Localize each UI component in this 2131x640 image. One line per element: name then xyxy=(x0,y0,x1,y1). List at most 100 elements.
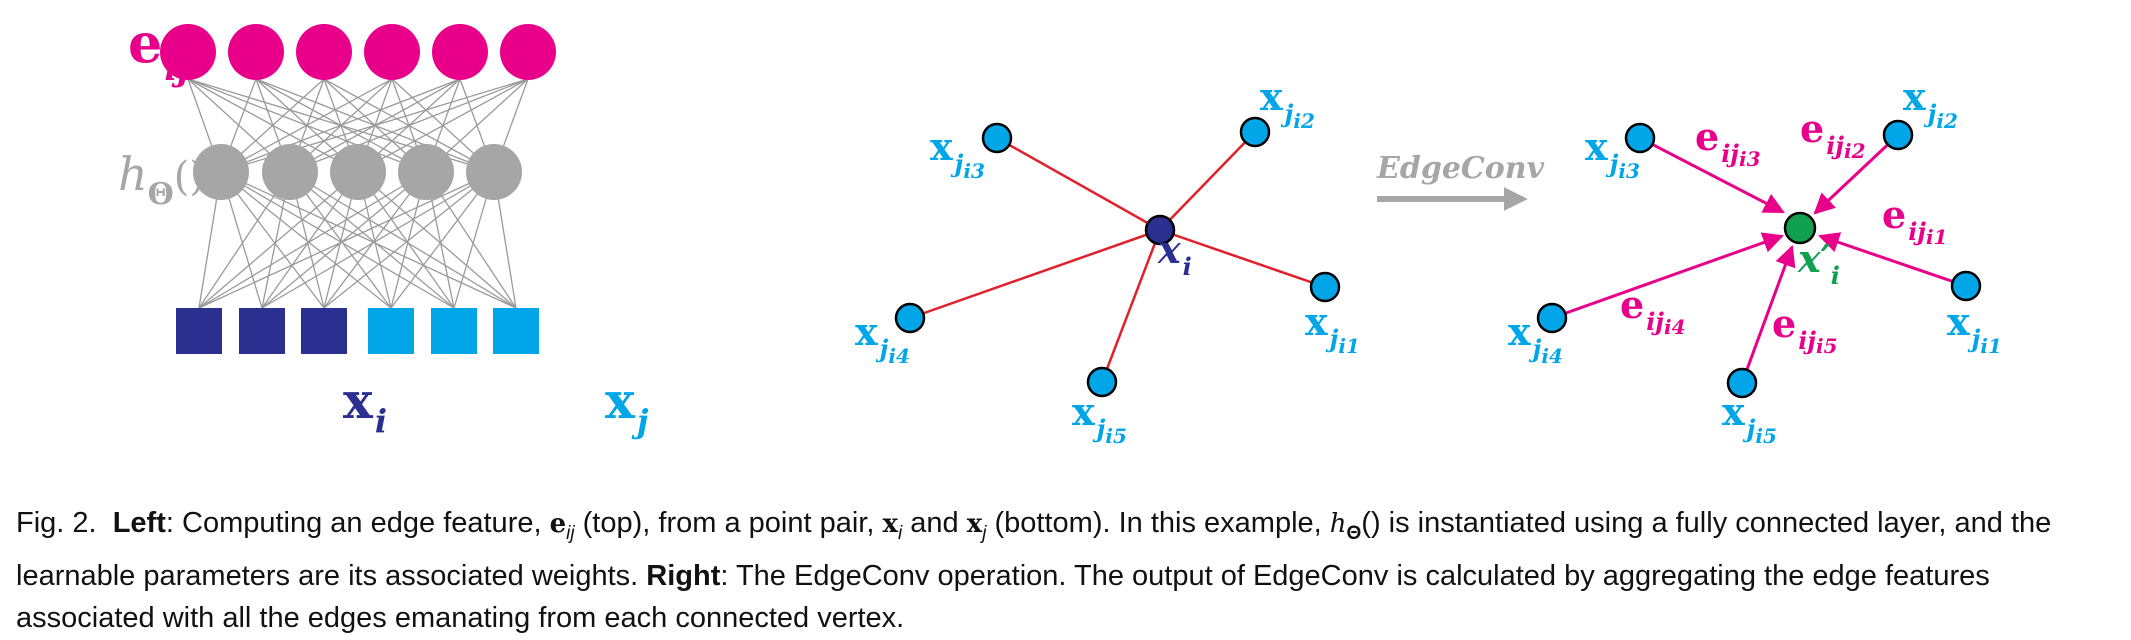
neighbor-node-i2 xyxy=(1239,116,1271,148)
edge-feature-label-i5: eiji5 xyxy=(1772,301,1838,358)
hidden-input-connection xyxy=(323,171,495,309)
hidden-node xyxy=(193,144,249,200)
caption-text-2: (top), from a point pair, xyxy=(574,507,883,539)
edge-feature-arrow-i5 xyxy=(1740,245,1796,384)
right-neighbor-label-i1: xji1 xyxy=(1947,299,2002,358)
xj-feature-square xyxy=(368,308,414,354)
edge-feature-label-i4: eiji4 xyxy=(1620,282,1686,339)
right-neighbor-node-i2 xyxy=(1882,119,1914,151)
caption-e-subscript: ij xyxy=(566,522,575,544)
right-neighbor-label-i4: xji4 xyxy=(1508,309,1563,368)
figure-number: Fig. 2. xyxy=(16,507,97,539)
neighbor-label-i3: xji3 xyxy=(930,124,985,183)
hidden-input-connection xyxy=(220,171,392,309)
edge-feature-node xyxy=(296,24,352,80)
edgeconv-transition: EdgeConv xyxy=(1376,151,1545,211)
h-theta-label: hΘ() xyxy=(118,147,205,212)
edge-feature-label: eij xyxy=(128,11,190,89)
edge-feature-node xyxy=(364,24,420,80)
edge-i1 xyxy=(1159,228,1326,289)
neighbor-label-i2: xji2 xyxy=(1260,74,1315,133)
hidden-node xyxy=(262,144,318,200)
neighbor-label-i4: xji4 xyxy=(855,309,910,368)
xi-feature-square xyxy=(239,308,285,354)
caption-xi-symbol: x xyxy=(882,509,898,539)
caption-xj-symbol: x xyxy=(966,509,983,539)
caption-text-6: : The EdgeConv operation. The output of … xyxy=(16,559,1990,634)
hidden-node xyxy=(398,144,454,200)
hidden-input-connection xyxy=(261,171,495,309)
edge-i2 xyxy=(1159,131,1256,231)
edge-feature-arrow-i4 xyxy=(1551,232,1784,320)
neighbor-label-i5: xji5 xyxy=(1072,389,1127,448)
neighbor-node-i1 xyxy=(1309,271,1341,303)
edge-i4 xyxy=(909,228,1161,320)
top-hidden-connection xyxy=(289,78,529,173)
edge-feature-node xyxy=(160,24,216,80)
right-neighbor-node-i4 xyxy=(1536,302,1568,334)
caption-h-symbol: h xyxy=(1329,509,1347,539)
caption-text-3: and xyxy=(902,507,967,539)
hidden-input-connection xyxy=(261,171,427,309)
caption-text-5: () is instantiated using a fully connect… xyxy=(16,507,2052,592)
caption-text-4: (bottom). In this example, xyxy=(986,507,1330,539)
xi-feature-square xyxy=(301,308,347,354)
right-neighbor-label-i3: xji3 xyxy=(1585,124,1640,183)
xi-feature-square xyxy=(176,308,222,354)
neighborhood-graph: xi xji1 xji2 xji3 xji4 xji5 xyxy=(855,74,1360,448)
edge-feature-label-i2: eiji2 xyxy=(1800,106,1866,163)
edge-feature-arrow-i3 xyxy=(1639,136,1785,214)
hidden-input-connection xyxy=(198,171,359,309)
hidden-input-connection xyxy=(390,171,495,309)
output-node-label: x′i xyxy=(1797,236,1840,290)
right-neighbor-node-i5 xyxy=(1726,367,1758,399)
xi-label: xi xyxy=(343,371,387,440)
hidden-input-connection xyxy=(198,171,427,309)
hidden-input-connection xyxy=(357,171,517,309)
xj-label: xj xyxy=(605,371,649,440)
hidden-layer-nodes xyxy=(193,144,522,200)
neighbor-node-i4 xyxy=(894,302,926,334)
caption-left-heading: Left xyxy=(112,507,166,539)
edge-feature-label-i3: eiji3 xyxy=(1695,114,1761,171)
edge-feature-node xyxy=(228,24,284,80)
right-neighbor-node-i3 xyxy=(1624,122,1656,154)
neighbor-node-i3 xyxy=(981,122,1013,154)
caption-text-1: : Computing an edge feature, xyxy=(165,507,550,539)
hidden-input-connection xyxy=(323,171,427,309)
edge-feature-node xyxy=(432,24,488,80)
hidden-input-connection xyxy=(289,171,455,309)
xj-feature-square xyxy=(493,308,539,354)
top-hidden-connection xyxy=(220,78,461,173)
caption-xi-subscript: i xyxy=(897,522,903,544)
caption-h-subscript: Θ xyxy=(1346,522,1362,544)
edge-feature-node xyxy=(500,24,556,80)
neighbor-node-i5 xyxy=(1086,366,1118,398)
hidden-input-connection xyxy=(289,171,517,309)
top-hidden-connection xyxy=(357,78,529,173)
hidden-input-connection xyxy=(220,171,517,309)
edge-feature-arrow-i1 xyxy=(1818,232,1967,288)
caption-e-symbol: e xyxy=(549,509,567,539)
right-neighbor-label-i5: xji5 xyxy=(1722,389,1777,448)
hidden-node xyxy=(466,144,522,200)
edge-feature-label-i1: eiji1 xyxy=(1882,192,1948,249)
hidden-input-connection xyxy=(220,171,455,309)
input-feature-squares xyxy=(176,308,539,354)
figure: eij hΘ() xi xj xi xji1 xji2 xyxy=(118,11,2002,448)
center-node-label: xi xyxy=(1157,227,1192,281)
edgeconv-output-graph: x′i xji1 xji2 xji3 xji4 xji5 eiji1 eiji2… xyxy=(1508,74,2002,448)
edge-feature-arrow-i2 xyxy=(1813,133,1900,215)
right-neighbor-node-i1 xyxy=(1950,270,1982,302)
edgeconv-label: EdgeConv xyxy=(1376,151,1545,186)
edge-feature-nodes xyxy=(160,24,556,80)
right-neighbor-label-i2: xji2 xyxy=(1903,74,1958,133)
neighbor-label-i1: xji1 xyxy=(1305,299,1360,358)
output-node xyxy=(1783,211,1817,245)
caption-xj-subscript: j xyxy=(982,522,987,544)
hidden-input-connection xyxy=(220,171,325,309)
caption-right-heading: Right xyxy=(646,559,721,592)
edge-i3 xyxy=(996,136,1161,232)
hidden-node xyxy=(330,144,386,200)
edge-feature-network: eij hΘ() xi xj xyxy=(118,11,649,440)
